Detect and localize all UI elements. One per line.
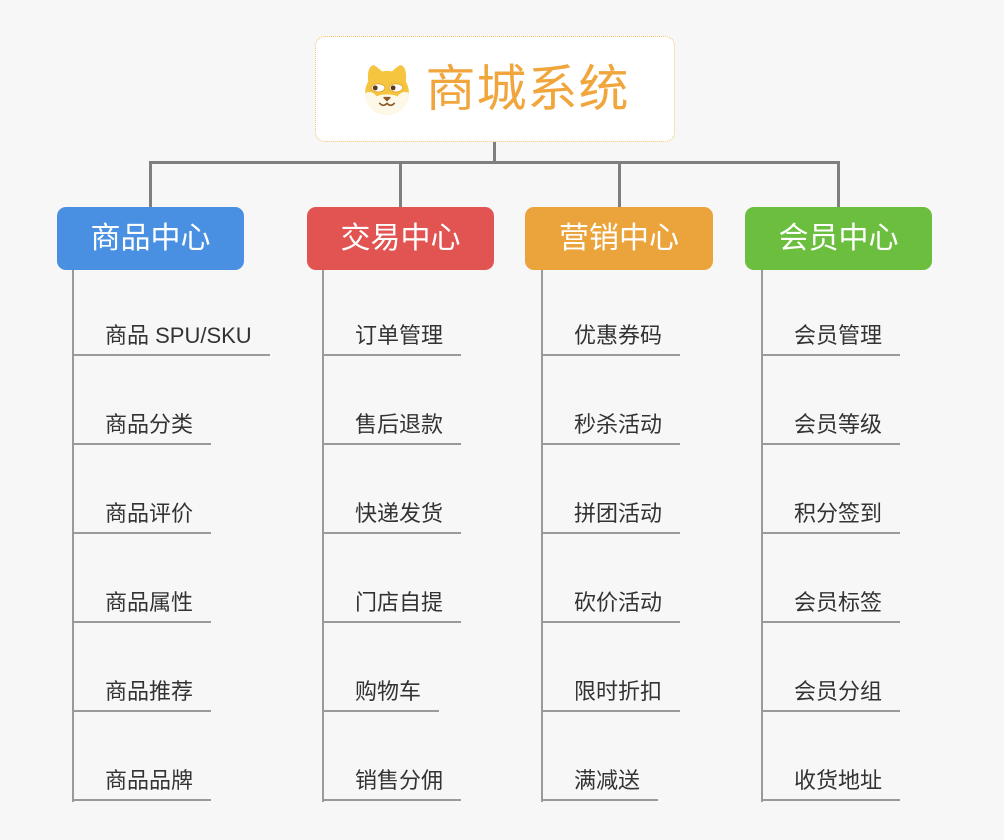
branch-node-member-center[interactable]: 会员中心	[745, 207, 932, 270]
root-node-mall-system[interactable]: 商城系统	[315, 36, 675, 142]
leaf-node[interactable]: 门店自提	[322, 587, 462, 623]
connector-trunk-trade-center	[322, 270, 324, 802]
connector-horizontal-bus	[149, 161, 840, 164]
leaf-node[interactable]: 限时折扣	[541, 676, 681, 712]
branch-label: 交易中心	[340, 221, 461, 255]
leaf-node[interactable]: 商品评价	[72, 498, 212, 534]
leaf-node[interactable]: 会员等级	[761, 409, 901, 445]
root-title: 商城系统	[425, 61, 630, 117]
branch-label: 商品中心	[90, 221, 211, 255]
leaf-node[interactable]: 秒杀活动	[541, 409, 681, 445]
connector-trunk-product-center	[72, 270, 74, 802]
branch-node-product-center[interactable]: 商品中心	[57, 207, 244, 270]
branch-label: 营销中心	[559, 221, 679, 255]
leaf-node[interactable]: 商品推荐	[72, 676, 212, 712]
leaf-node[interactable]: 会员分组	[761, 676, 901, 712]
leaf-node[interactable]: 商品分类	[72, 409, 212, 445]
connector-stub-trade-center	[399, 161, 402, 207]
leaf-node[interactable]: 优惠券码	[541, 320, 681, 356]
leaf-node[interactable]: 售后退款	[322, 409, 462, 445]
leaf-node[interactable]: 拼团活动	[541, 498, 681, 534]
branch-node-marketing-center[interactable]: 营销中心	[525, 207, 713, 270]
leaf-node[interactable]: 商品属性	[72, 587, 212, 623]
leaf-node[interactable]: 积分签到	[761, 498, 901, 534]
connector-trunk-marketing-center	[541, 270, 543, 802]
leaf-node[interactable]: 快递发货	[322, 498, 462, 534]
connector-stub-product-center	[149, 161, 152, 207]
leaf-node[interactable]: 商品品牌	[72, 765, 212, 801]
leaf-node[interactable]: 销售分佣	[322, 765, 462, 801]
connector-root-stub	[493, 140, 496, 163]
leaf-node[interactable]: 收货地址	[761, 765, 901, 801]
leaf-node[interactable]: 订单管理	[322, 320, 462, 356]
leaf-node[interactable]: 商品 SPU/SKU	[72, 320, 270, 356]
leaf-node[interactable]: 砍价活动	[541, 587, 681, 623]
branch-node-trade-center[interactable]: 交易中心	[307, 207, 494, 270]
leaf-node[interactable]: 会员标签	[761, 587, 901, 623]
leaf-node[interactable]: 购物车	[322, 676, 440, 712]
branch-label: 会员中心	[778, 221, 899, 255]
connector-trunk-member-center	[761, 270, 763, 802]
dog-face-icon	[361, 62, 413, 117]
connector-stub-member-center	[837, 161, 840, 207]
leaf-node[interactable]: 满减送	[541, 765, 659, 801]
leaf-node[interactable]: 会员管理	[761, 320, 901, 356]
connector-stub-marketing-center	[618, 161, 621, 207]
